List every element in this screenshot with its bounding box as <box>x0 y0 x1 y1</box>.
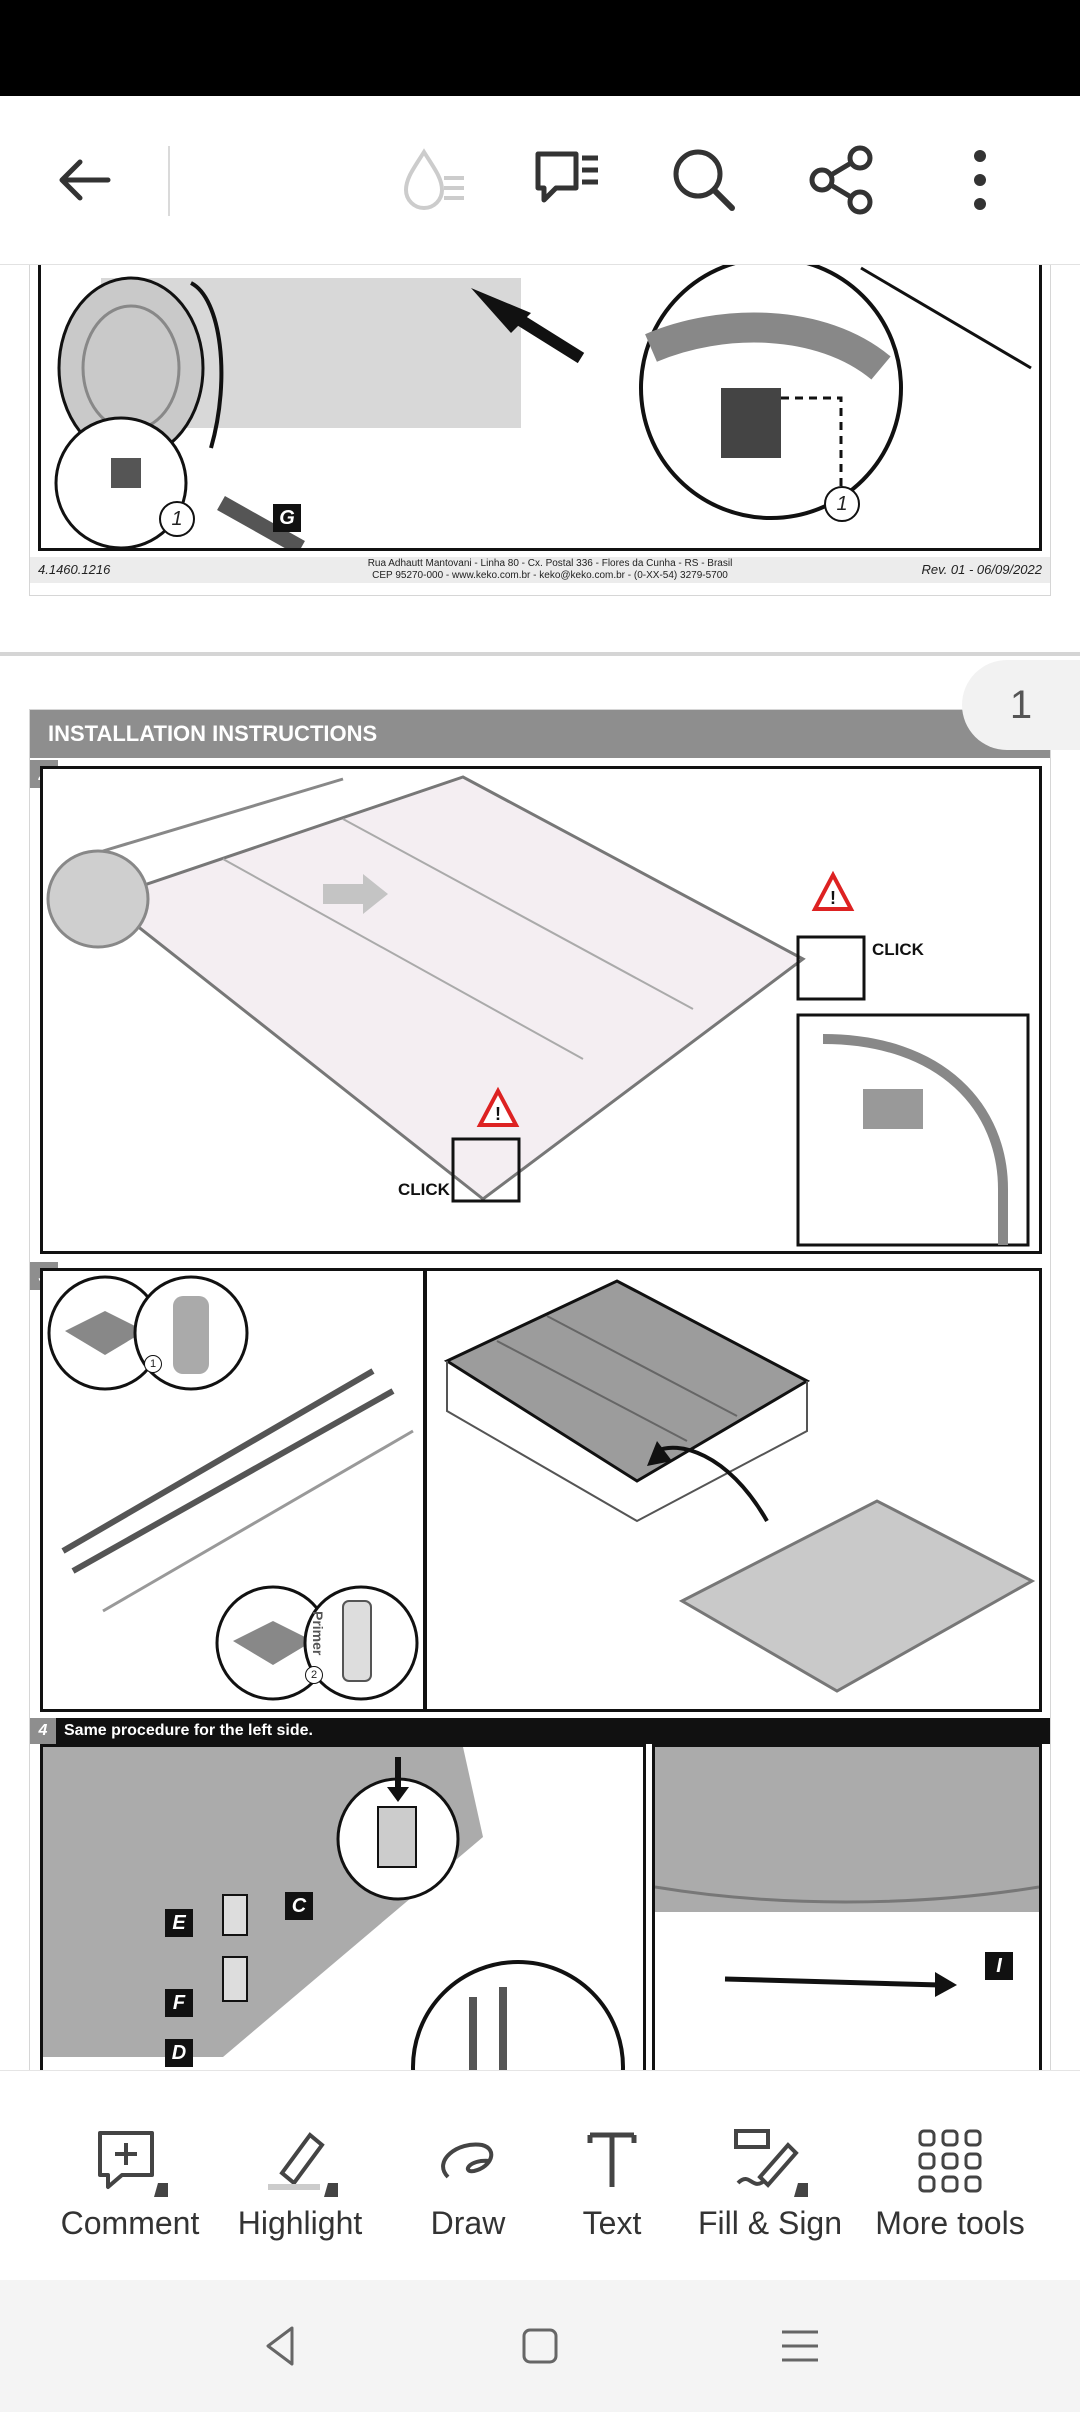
back-button[interactable] <box>34 130 134 230</box>
label-d: D <box>165 2039 193 2067</box>
liquid-mode-button[interactable] <box>384 130 484 230</box>
revision: Rev. 01 - 06/09/2022 <box>921 562 1042 577</box>
circle-number-2: 2 <box>305 1666 323 1684</box>
liquid-mode-icon <box>403 148 464 210</box>
step-4-number: 4 <box>30 1718 56 1744</box>
tool-highlight-label: Highlight <box>237 2205 363 2241</box>
step-3-right-frame <box>424 1268 1042 1712</box>
tool-draw-label: Draw <box>430 2205 506 2241</box>
primer-label: Primer <box>310 1611 326 1656</box>
top-toolbar <box>0 96 1080 265</box>
nav-home-icon[interactable] <box>510 2316 570 2376</box>
page-number-indicator[interactable]: 1 <box>962 660 1080 750</box>
tool-comment[interactable]: Comment <box>40 2071 220 2281</box>
callout-1-right: 1 <box>824 486 860 522</box>
grid-icon <box>918 2129 982 2193</box>
nav-back-icon[interactable] <box>252 2316 312 2376</box>
search-button[interactable] <box>654 130 754 230</box>
page1-illustration <box>54 265 1032 555</box>
click-label-bottom: CLICK <box>398 1180 450 1199</box>
tool-fill-sign-label: Fill & Sign <box>697 2205 843 2241</box>
step-4-right-illustration <box>654 1747 1040 1997</box>
label-g: G <box>273 504 301 532</box>
click-label-right: CLICK <box>872 940 924 959</box>
step-3-left-frame: 1 2 Primer <box>40 1268 426 1712</box>
step-4-right-frame: I <box>652 1744 1042 2070</box>
arrow-left-icon <box>59 159 111 201</box>
share-button[interactable] <box>792 130 892 230</box>
share-icon <box>809 145 873 215</box>
step-3-left-illustration <box>47 1275 419 1701</box>
step-4-bar: 4 Same procedure for the left side. <box>30 1718 1050 1744</box>
step-2-frame: ! ! CLICK CLICK <box>40 766 1042 1254</box>
label-c: C <box>285 1892 313 1920</box>
company-address: Rua Adhautt Mantovani - Linha 80 - Cx. P… <box>340 558 760 582</box>
label-i: I <box>985 1952 1013 1980</box>
step-4-left-frame: C E F D <box>40 1744 646 2070</box>
fill-sign-icon <box>734 2129 808 2197</box>
bottom-tool-bar: Comment Highlight Draw Text Fill & Sign <box>0 2070 1080 2281</box>
text-icon <box>587 2132 637 2187</box>
comment-add-icon <box>98 2131 168 2197</box>
comments-list-button[interactable] <box>518 130 618 230</box>
doc-code: 4.1460.1216 <box>38 562 111 577</box>
step-4-left-illustration <box>43 1747 625 2070</box>
tool-more-tools-label: More tools <box>875 2205 1025 2241</box>
svg-text:!: ! <box>830 888 836 908</box>
document-viewer[interactable]: 1 1 G 4.1460.1216 Rua Adhautt Mantovani … <box>0 265 1080 2070</box>
tool-draw[interactable]: Draw <box>378 2071 558 2281</box>
page-separator <box>0 652 1080 656</box>
toolbar-divider <box>168 146 170 216</box>
tool-more-tools[interactable]: More tools <box>860 2071 1040 2281</box>
page1-footer: 4.1460.1216 Rua Adhautt Mantovani - Linh… <box>30 557 1050 583</box>
step-4-text: Same procedure for the left side. <box>64 1722 313 1739</box>
tool-highlight[interactable]: Highlight <box>210 2071 390 2281</box>
tool-text-label: Text <box>582 2205 642 2241</box>
section-title: INSTALLATION INSTRUCTIONS <box>30 710 1050 758</box>
circle-number-1: 1 <box>144 1355 162 1373</box>
status-bar <box>0 0 1080 96</box>
more-options-button[interactable] <box>930 130 1030 230</box>
step-2-illustration: ! ! <box>46 775 1030 1247</box>
more-vertical-icon <box>974 150 986 210</box>
address-line-1: Rua Adhautt Mantovani - Linha 80 - Cx. P… <box>367 558 733 569</box>
tool-comment-label: Comment <box>60 2205 200 2241</box>
address-line-2: CEP 95270-000 - www.keko.com.br - keko@k… <box>372 570 728 581</box>
highlighter-icon <box>268 2132 338 2197</box>
tool-fill-sign[interactable]: Fill & Sign <box>680 2071 860 2281</box>
label-f: F <box>165 1989 193 2017</box>
pdf-page-1: 1 1 G 4.1460.1216 Rua Adhautt Mantovani … <box>30 265 1050 595</box>
svg-text:!: ! <box>495 1104 501 1124</box>
system-nav-bar <box>0 2280 1080 2412</box>
page1-figure-frame: 1 1 G <box>38 265 1042 555</box>
step-3-right-illustration <box>443 1279 1036 1693</box>
draw-icon <box>441 2142 494 2179</box>
pdf-page-2: INSTALLATION INSTRUCTIONS 2 ! ! CLICK <box>30 710 1050 2070</box>
nav-recents-icon[interactable] <box>770 2316 830 2376</box>
comment-list-icon <box>535 151 598 203</box>
callout-1-left: 1 <box>159 501 195 537</box>
tool-text[interactable]: Text <box>522 2071 702 2281</box>
search-icon <box>673 149 735 211</box>
label-e: E <box>165 1909 193 1937</box>
